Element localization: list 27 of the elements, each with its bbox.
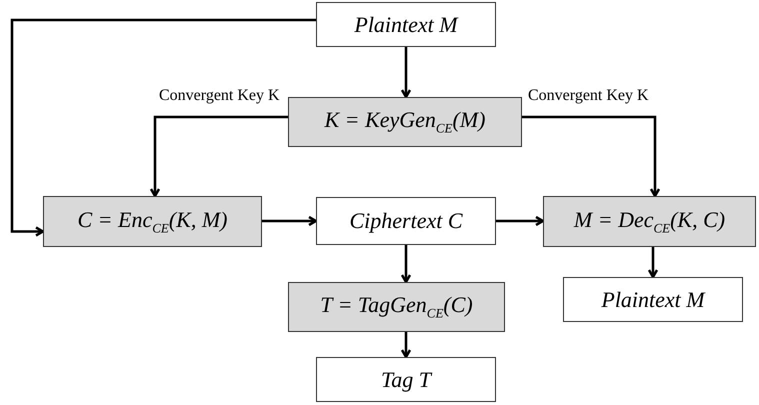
process-box <box>288 97 522 147</box>
formula-text: Plaintext M <box>354 12 458 38</box>
formula-text: Ciphertext C <box>349 208 463 234</box>
data-box <box>316 197 496 245</box>
arrow <box>496 216 544 226</box>
arrow <box>10 18 316 237</box>
formula-text: T = TagGen$_{CE}$(C) <box>320 292 473 322</box>
data-box <box>316 2 496 47</box>
data-box <box>563 277 743 322</box>
data-box <box>316 357 496 402</box>
edge-label: Convergent Key K <box>528 87 649 105</box>
arrow <box>522 116 660 198</box>
process-box <box>543 196 756 247</box>
arrow <box>262 216 318 226</box>
arrow <box>648 247 658 278</box>
process-box <box>43 196 262 247</box>
process-box <box>288 282 505 332</box>
arrow <box>400 47 412 98</box>
formula-text: Tag T <box>381 366 431 392</box>
formula-text: Plaintext M <box>601 286 705 312</box>
arrow <box>400 245 412 284</box>
formula-text: M = Dec$_{CE}$(K, C) <box>574 206 726 236</box>
edge-label: Convergent Key K <box>159 87 280 105</box>
formula-text: C = Enc$_{CE}$(K, M) <box>77 206 228 236</box>
arrow <box>400 332 412 358</box>
formula-text: K = KeyGen$_{CE}$(M) <box>324 107 486 137</box>
arrow <box>150 116 288 198</box>
